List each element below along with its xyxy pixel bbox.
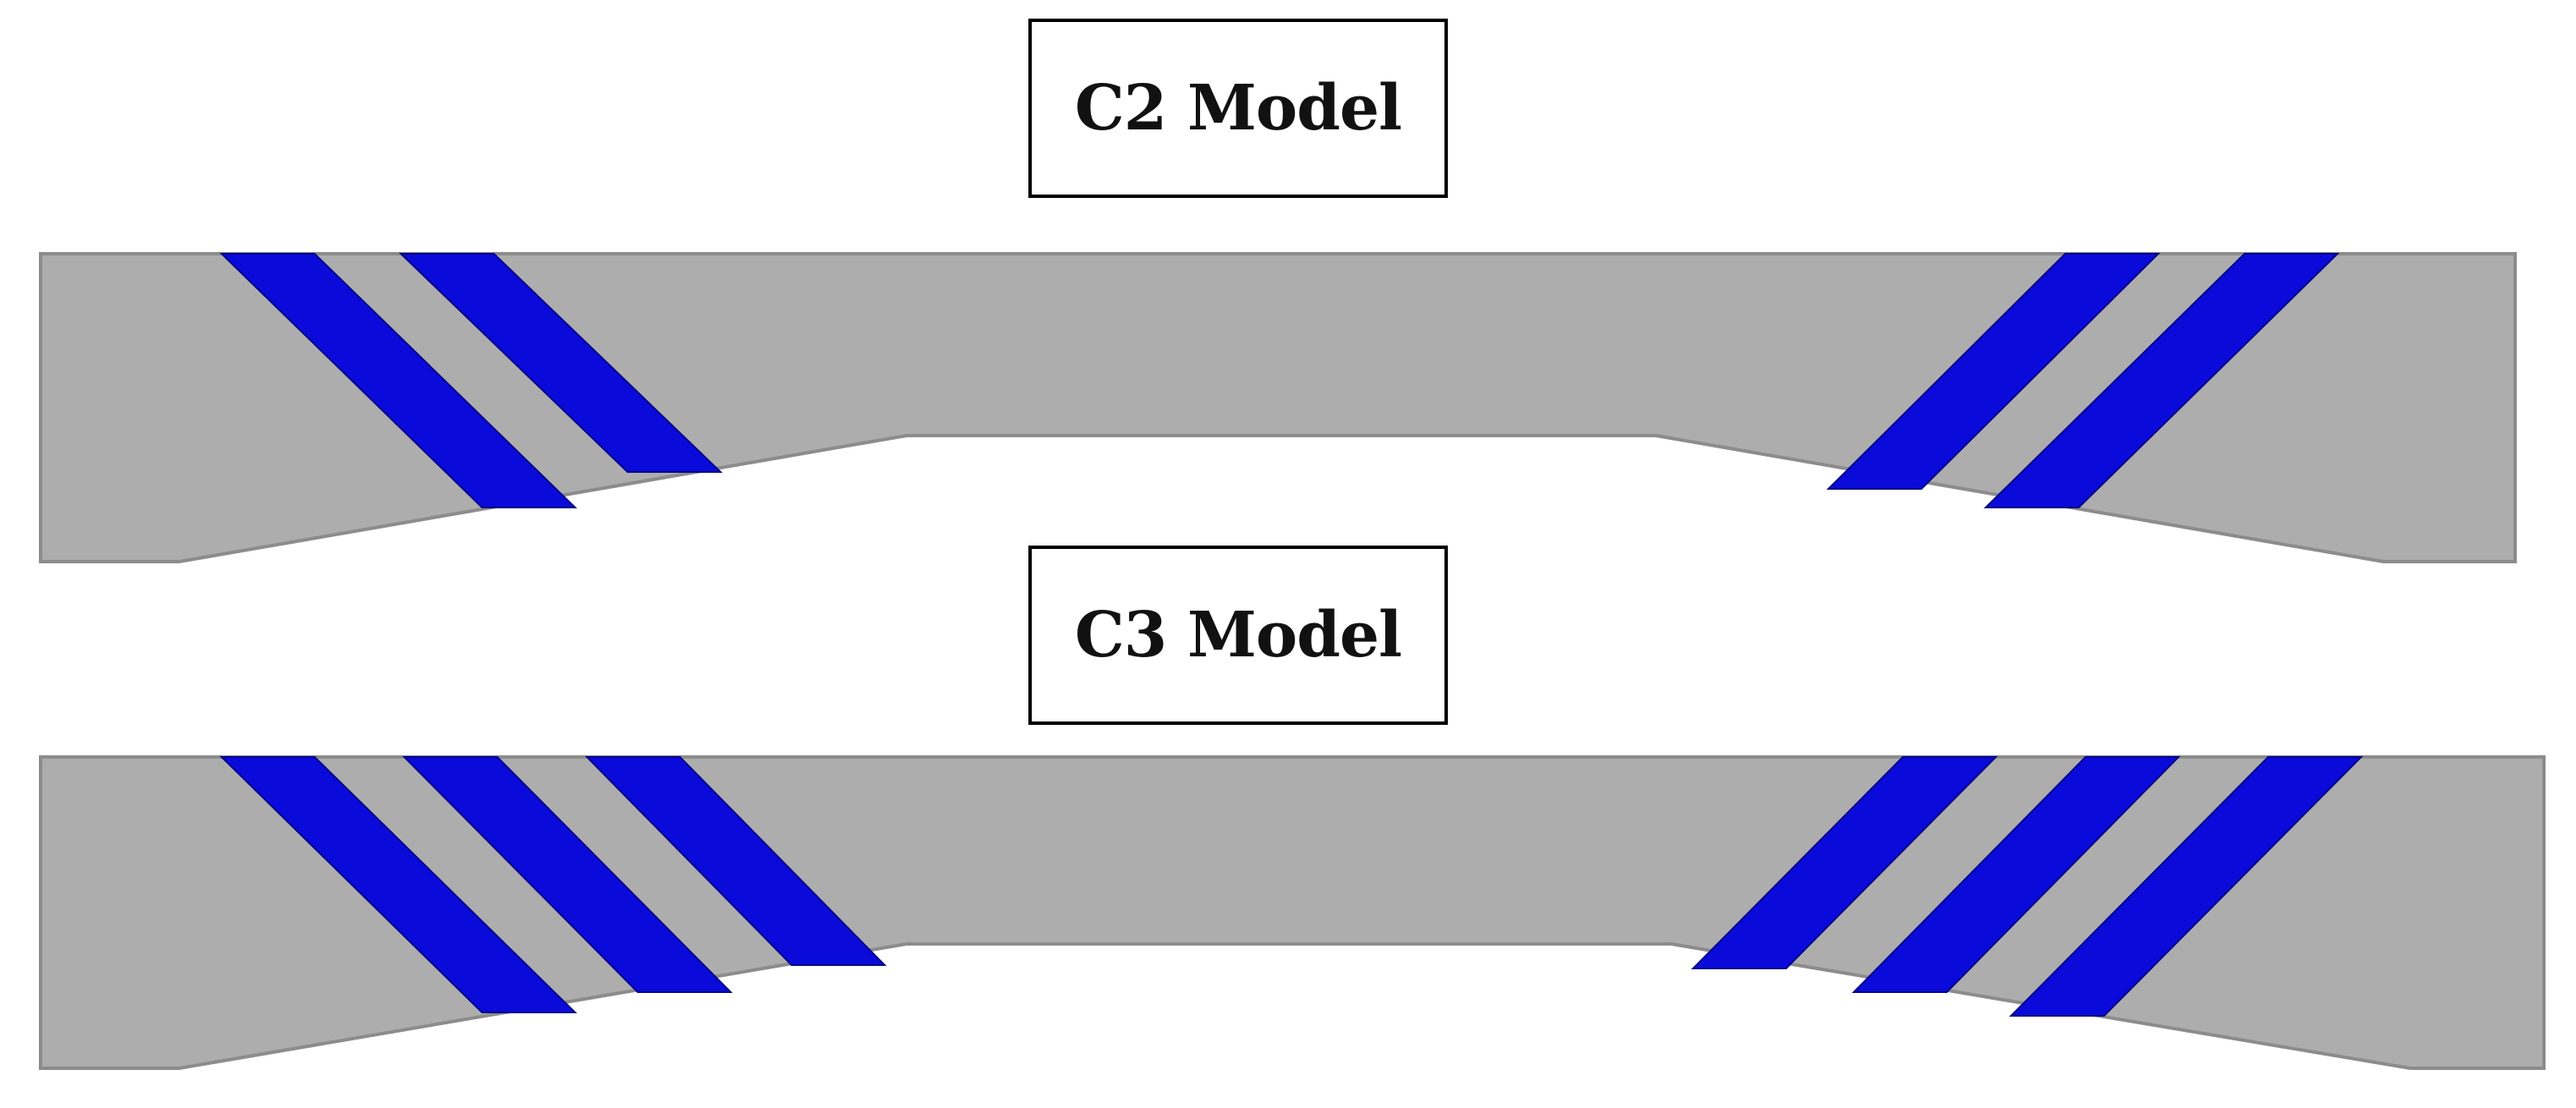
c2-model-label: C2 Model [1028,19,1448,198]
c3-model-label: C3 Model [1028,546,1448,725]
c3-left-strip-2 [402,756,733,993]
c2-left-strip-2 [398,253,723,473]
c2-right-strips [1826,253,2340,508]
c3-right-strip-1 [1691,756,1998,969]
c3-beam-diagram [39,755,2546,1070]
c2-left-strips [219,253,723,508]
c3-left-strip-3 [584,756,887,966]
c2-right-strip-1 [1826,253,2161,490]
c3-right-strip-3 [2009,756,2364,1017]
c3-right-strip-2 [1851,756,2181,993]
c2-left-strip-1 [219,253,578,508]
c3-left-strips [219,756,887,1013]
c3-model-label-text: C3 Model [1074,599,1402,672]
c2-model-label-text: C2 Model [1074,72,1402,145]
c3-right-strips [1691,756,2364,1017]
c2-beam-diagram [39,252,2517,563]
c3-left-strip-1 [219,756,578,1013]
c2-right-strip-2 [1983,253,2340,508]
c2-beam-body [39,252,2517,563]
